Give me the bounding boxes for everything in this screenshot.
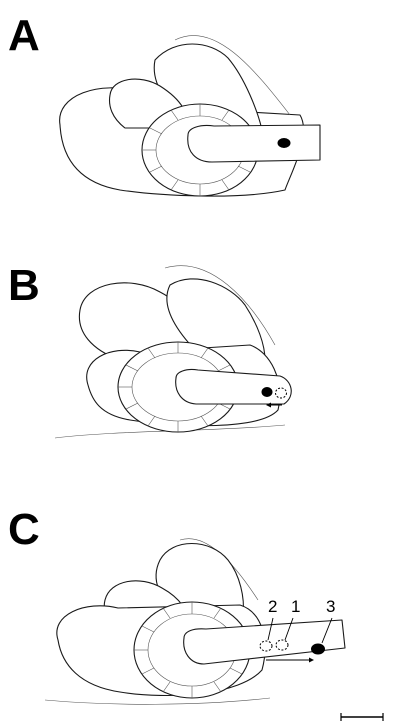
panel-c-arrow (266, 658, 314, 663)
panel-a-drawing (60, 35, 320, 196)
panel-c-marker-2: 2 (268, 597, 277, 616)
panel-c-drawing: 2 1 3 (45, 539, 345, 705)
panel-c-dot-3 (311, 644, 325, 655)
panel-c-marker-1: 1 (291, 597, 300, 616)
panel-c-base-line (45, 698, 270, 704)
panel-b-dot-filled (262, 387, 273, 397)
panel-b-drawing (55, 266, 291, 438)
scale-bar (341, 713, 383, 721)
panel-c-marker-3: 3 (326, 597, 335, 616)
panel-a-dot (278, 138, 291, 148)
panel-a-probe (188, 125, 320, 162)
